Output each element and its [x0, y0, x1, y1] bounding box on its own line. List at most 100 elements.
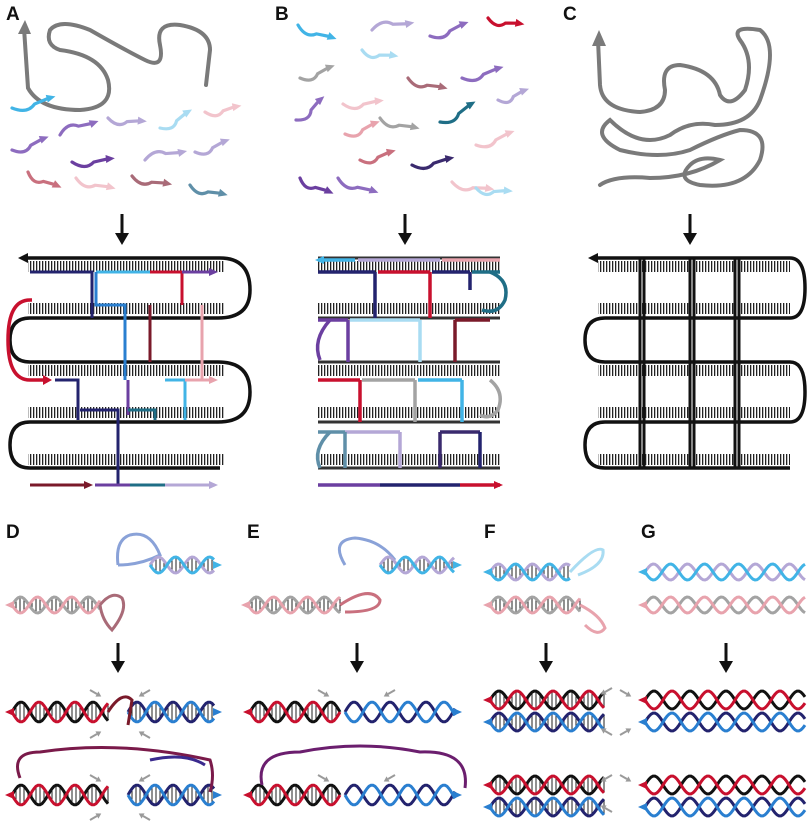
double-helix — [483, 689, 606, 711]
arrowhead-icon — [483, 781, 492, 789]
arrowhead-icon — [638, 718, 647, 726]
base-pair-hatching — [318, 303, 500, 314]
strand — [643, 711, 807, 733]
staple-strand — [128, 408, 157, 420]
panel-label-e: E — [247, 522, 260, 543]
arrowhead-icon — [504, 130, 515, 138]
panel-b-origami-structure — [315, 256, 508, 489]
strand — [106, 695, 134, 726]
arrowhead-icon — [231, 103, 242, 112]
arrowhead-icon — [453, 708, 462, 716]
staple-strand — [341, 97, 384, 111]
staple-strand — [406, 76, 448, 91]
staple-strand — [460, 65, 504, 83]
base-pair-hatching — [318, 407, 500, 418]
strand — [643, 711, 807, 733]
double-helix — [638, 689, 807, 711]
arrowhead-icon — [5, 601, 14, 609]
arrowhead-icon — [493, 65, 504, 74]
arrowhead-icon — [369, 120, 380, 129]
double-helix — [638, 774, 807, 796]
arrowhead-icon — [453, 791, 462, 799]
strand — [126, 700, 216, 724]
double-helix — [638, 562, 806, 582]
strand — [488, 711, 606, 733]
strand — [248, 783, 342, 807]
strand — [246, 595, 341, 615]
staple-strand — [74, 176, 116, 191]
arrowhead-icon — [45, 94, 56, 103]
compression-arrow-icon — [89, 731, 102, 739]
arrowhead-icon — [483, 718, 492, 726]
panel-b-staple-strands — [294, 16, 530, 197]
arrowhead-icon — [388, 50, 399, 59]
compression-arrow-icon — [317, 774, 330, 782]
compression-arrow-icon — [138, 813, 151, 821]
strand — [643, 796, 807, 818]
arrowhead-icon — [219, 138, 230, 147]
staple-strand — [94, 272, 127, 380]
down-arrow-icon — [683, 214, 697, 245]
staple-strand — [10, 94, 56, 112]
strand — [643, 774, 807, 796]
staple-strand — [30, 270, 94, 318]
arrowhead-icon — [404, 20, 415, 29]
compression-arrow-icon — [89, 689, 102, 697]
staple-strand — [486, 16, 525, 28]
arrowhead-icon — [483, 696, 492, 704]
arrowhead-icon — [162, 178, 173, 187]
hairpin-loop — [568, 547, 605, 577]
staple-strand — [203, 103, 242, 118]
arrowhead-icon — [368, 185, 379, 194]
arrowhead-icon — [638, 696, 647, 704]
double-helix — [378, 555, 462, 575]
strand — [10, 700, 110, 724]
arrowhead-icon — [374, 97, 384, 106]
strand — [10, 783, 110, 807]
staple-strand — [474, 130, 515, 149]
arrowhead-icon — [444, 155, 455, 164]
compression-arrow-icon — [89, 813, 102, 821]
compression-arrow-icon — [600, 687, 613, 695]
arrowhead-icon — [494, 481, 503, 489]
compression-arrow-icon — [317, 689, 330, 697]
strand — [488, 774, 606, 796]
staple-strand — [298, 64, 335, 82]
staple-strand — [158, 109, 193, 131]
staple-strand — [80, 408, 120, 485]
down-arrow-icon — [719, 643, 733, 673]
staple-strand — [298, 176, 334, 194]
arrowhead-icon — [213, 708, 222, 716]
staple-strand — [370, 20, 415, 32]
strand — [343, 783, 457, 807]
panel-a-scaffold-strand — [18, 20, 213, 113]
compression-arrow-icon — [138, 774, 151, 782]
hairpin-loop — [579, 603, 607, 634]
arrowhead-icon — [519, 88, 530, 96]
staple-strand — [479, 378, 502, 419]
double-helix — [5, 700, 110, 724]
compression-arrow-icon — [600, 728, 613, 736]
double-helix — [483, 562, 571, 582]
arrowhead-icon — [84, 481, 93, 489]
compression-arrow-icon — [600, 774, 613, 782]
base-pair-hatching — [318, 365, 500, 376]
arrowhead-icon — [638, 803, 647, 811]
staple-strand — [481, 270, 508, 313]
down-arrow-icon — [539, 643, 553, 673]
staple-strand — [315, 430, 332, 469]
arrowhead-icon — [324, 64, 335, 73]
strand — [246, 595, 341, 615]
double-helix — [243, 783, 342, 807]
strand — [148, 555, 216, 575]
compression-arrow-icon — [89, 774, 102, 782]
panel-label-f: F — [484, 522, 496, 543]
arrowhead-icon — [177, 149, 188, 157]
double-helix — [126, 783, 222, 807]
arrowhead-icon — [213, 791, 222, 799]
strand — [488, 796, 606, 818]
staple-strand — [193, 138, 230, 156]
arrowhead-icon — [453, 561, 462, 569]
panel-label-b: B — [275, 4, 289, 25]
staple-strand — [106, 116, 147, 127]
